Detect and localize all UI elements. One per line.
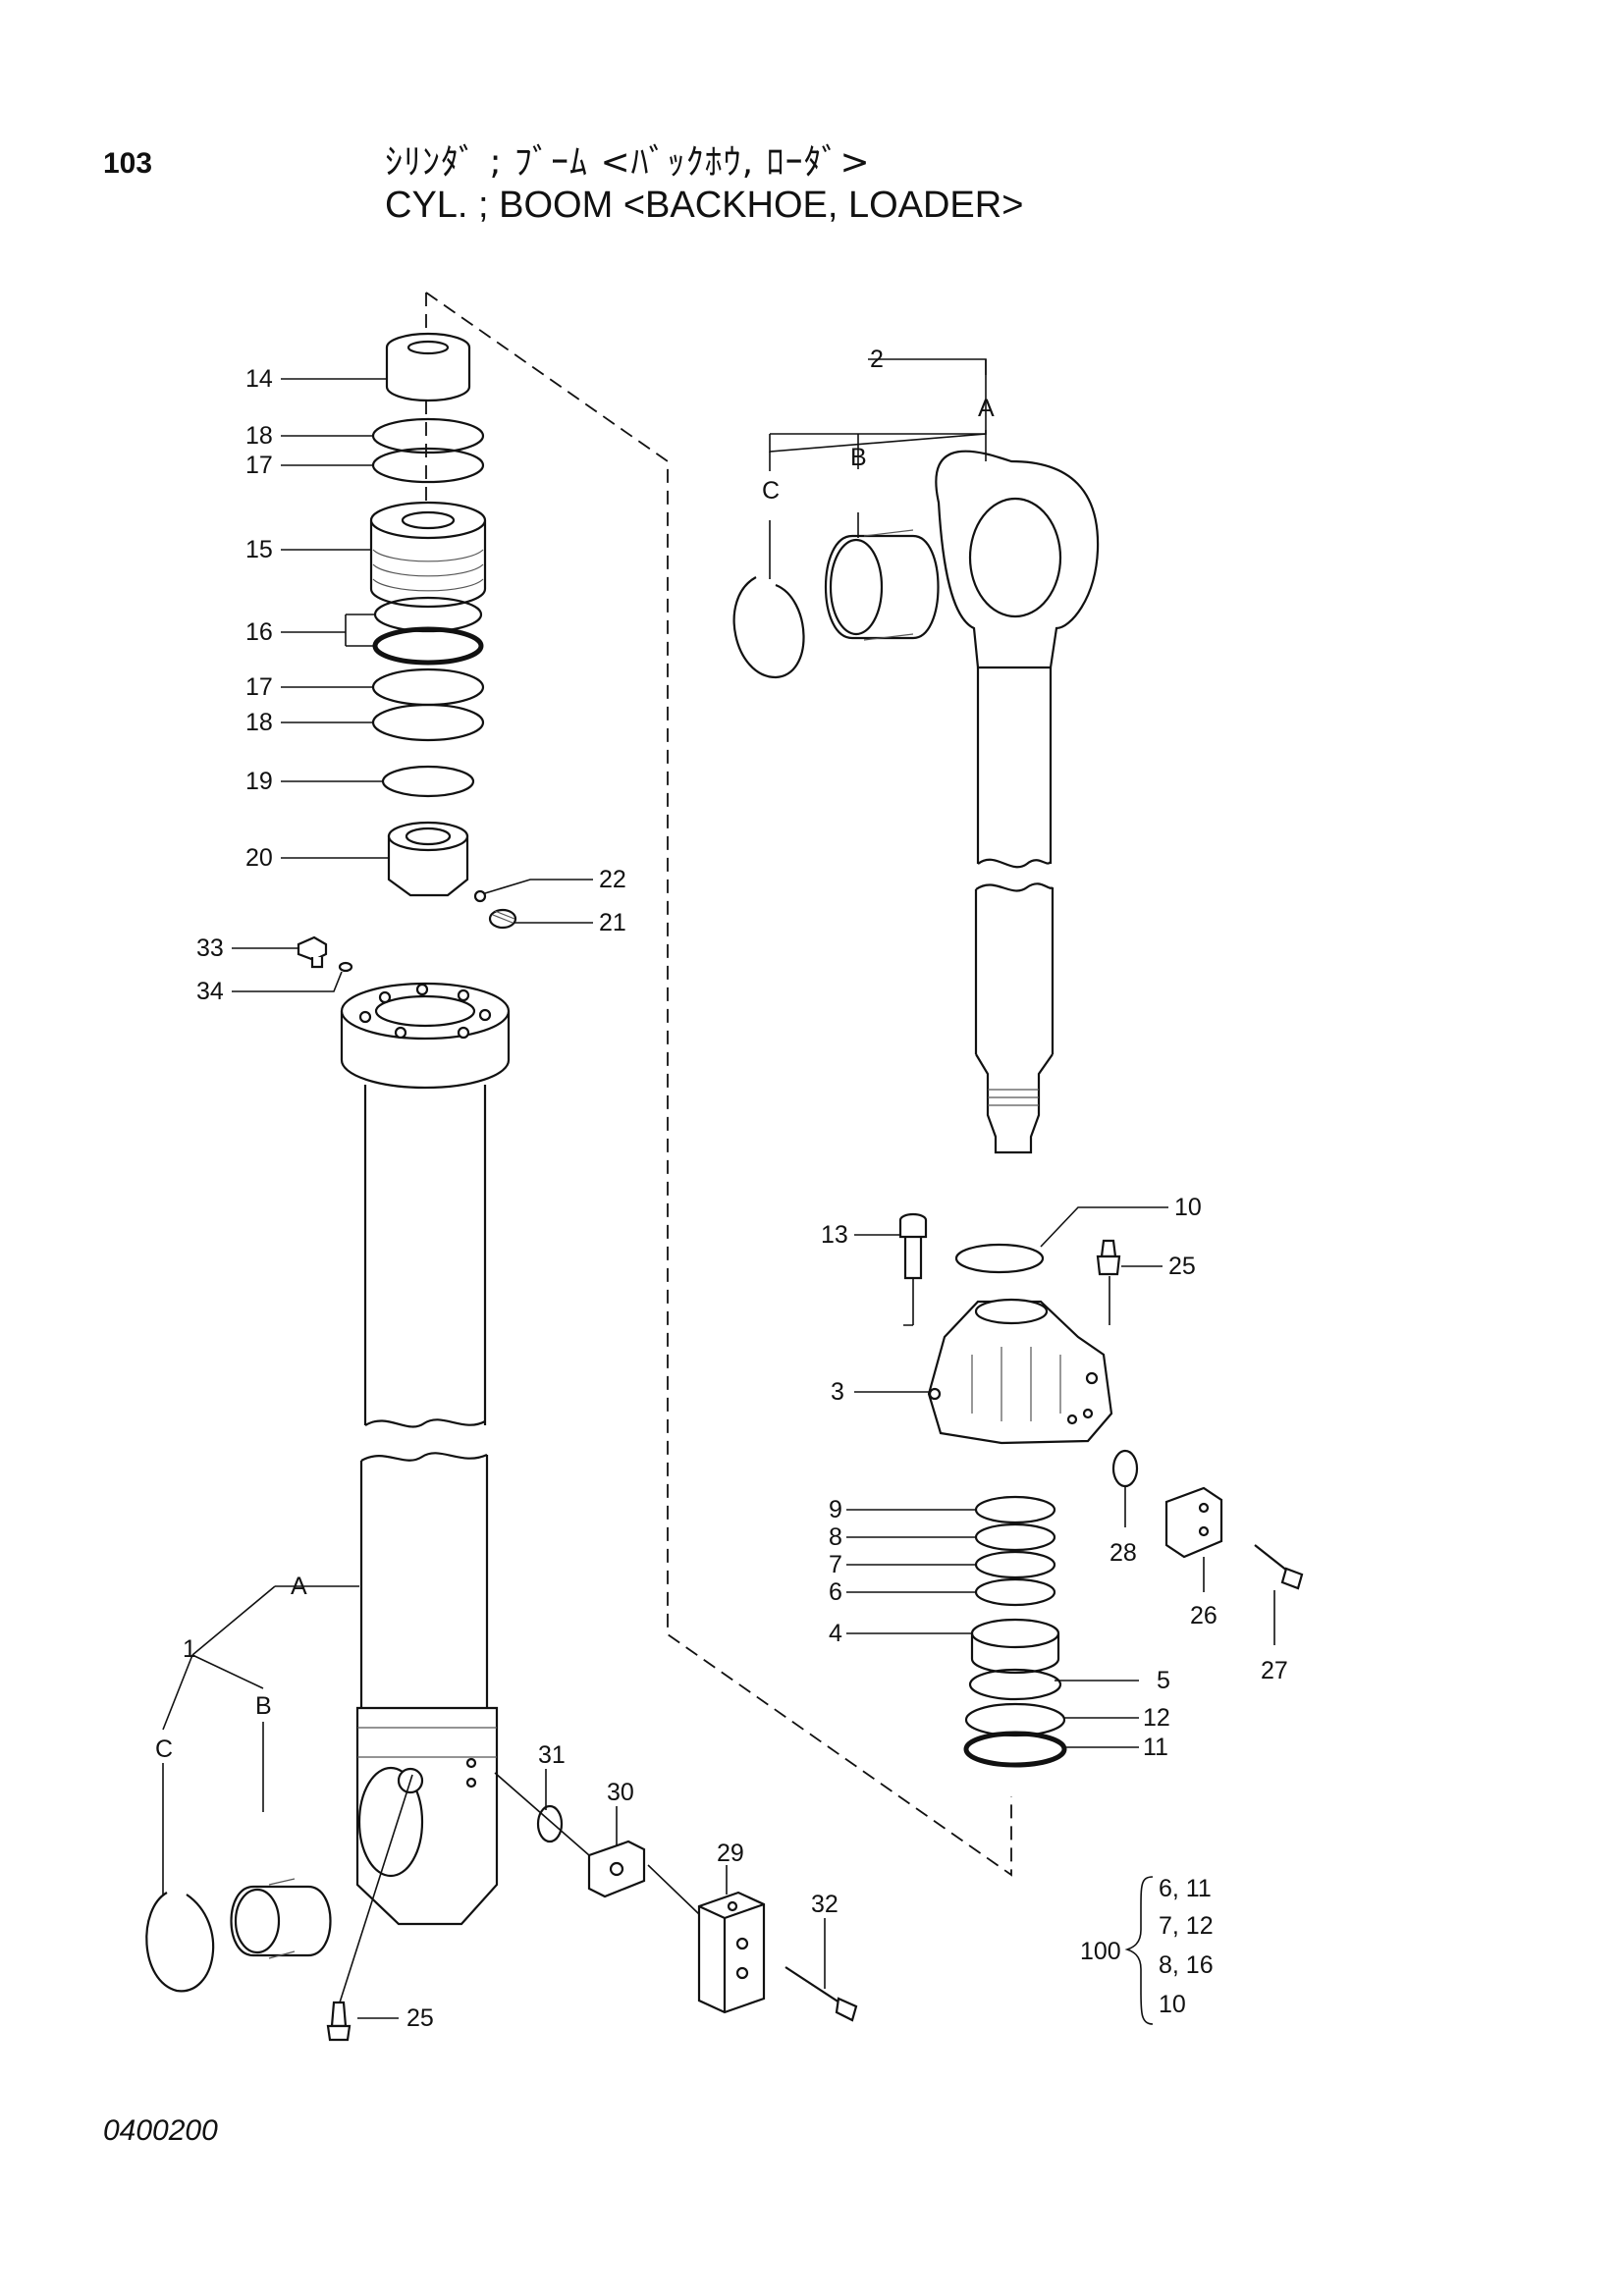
callout-28: 28 bbox=[1109, 1539, 1137, 1567]
callout-17: 17 bbox=[245, 673, 273, 701]
callout-16: 16 bbox=[245, 618, 273, 646]
callout-1-A: A bbox=[291, 1573, 307, 1600]
callout-3: 3 bbox=[831, 1378, 844, 1406]
callout-27: 27 bbox=[1261, 1657, 1288, 1684]
callout-29: 29 bbox=[717, 1840, 744, 1867]
part-2A-piston-rod bbox=[935, 450, 1100, 1154]
part-19-washer bbox=[381, 765, 475, 798]
callout-1-B: B bbox=[255, 1692, 272, 1720]
callout-1: 1 bbox=[183, 1635, 196, 1663]
callout-13: 13 bbox=[821, 1221, 848, 1249]
part-32-bolt bbox=[784, 1966, 858, 2022]
kit-number: 100 bbox=[1080, 1938, 1121, 1965]
part-21-set-screw bbox=[488, 908, 517, 930]
part-7-ring bbox=[974, 1550, 1056, 1579]
part-4-bushing bbox=[970, 1618, 1060, 1675]
kit-item: 8, 16 bbox=[1159, 1951, 1214, 1979]
part-9-ring bbox=[974, 1495, 1056, 1524]
assembly-frame-line bbox=[425, 292, 1012, 1877]
callout-17: 17 bbox=[245, 452, 273, 479]
part-29-valve-block bbox=[697, 1891, 766, 2014]
callout-labels: 14 18 17 15 16 17 18 19 20 22 21 33 34 1… bbox=[155, 346, 1288, 2032]
callout-14: 14 bbox=[245, 365, 273, 393]
page-title-english: CYL. ; BOOM <BACKHOE, LOADER> bbox=[385, 185, 1024, 226]
part-28-o-ring bbox=[1111, 1449, 1139, 1488]
callout-34: 34 bbox=[196, 978, 224, 1005]
part-34-washer bbox=[338, 961, 353, 973]
callout-26: 26 bbox=[1190, 1602, 1217, 1629]
callout-10: 10 bbox=[1174, 1194, 1202, 1221]
kit-100-composition: 100 6, 11 7, 12 8, 16 10 bbox=[1080, 1875, 1214, 2018]
part-18-ring-bottom bbox=[371, 703, 485, 742]
part-33-bolt bbox=[297, 935, 328, 969]
part-11-o-ring bbox=[963, 1731, 1067, 1768]
part-14-bushing bbox=[385, 332, 471, 402]
callout-20: 20 bbox=[245, 844, 273, 872]
part-12-ring bbox=[964, 1702, 1066, 1737]
part-1C-snap-ring bbox=[145, 1892, 215, 1993]
callout-18: 18 bbox=[245, 422, 273, 450]
kit-item: 10 bbox=[1159, 1991, 1186, 2018]
part-13-bolt bbox=[898, 1212, 928, 1280]
part-1B-bushing bbox=[230, 1878, 332, 1959]
callout-2-A: A bbox=[978, 395, 995, 422]
kit-item: 7, 12 bbox=[1159, 1912, 1214, 1940]
part-27-bolt bbox=[1254, 1544, 1304, 1590]
callout-22: 22 bbox=[599, 866, 626, 893]
callout-1-C: C bbox=[155, 1735, 173, 1763]
callout-7: 7 bbox=[829, 1551, 842, 1578]
callout-33: 33 bbox=[196, 934, 224, 962]
callout-15: 15 bbox=[245, 536, 273, 563]
part-5-ring bbox=[968, 1668, 1062, 1701]
part-3-rod-cover bbox=[927, 1298, 1113, 1445]
part-31-o-ring bbox=[536, 1804, 564, 1843]
part-1-cylinder-tube bbox=[340, 982, 511, 1926]
callout-2: 2 bbox=[870, 346, 884, 373]
part-10-ring bbox=[954, 1243, 1045, 1274]
callout-25: 25 bbox=[1168, 1253, 1196, 1280]
leader-lines bbox=[162, 358, 1275, 2025]
part-16-ring-b bbox=[372, 626, 484, 666]
callout-12: 12 bbox=[1143, 1704, 1170, 1732]
part-8-ring bbox=[974, 1522, 1056, 1552]
callout-31: 31 bbox=[538, 1741, 566, 1769]
callout-32: 32 bbox=[811, 1891, 839, 1918]
callout-9: 9 bbox=[829, 1496, 842, 1523]
callout-25: 25 bbox=[406, 2004, 434, 2032]
part-15-piston bbox=[369, 501, 487, 609]
part-25-grease-fitting-upper bbox=[1096, 1239, 1121, 1276]
part-26-flange bbox=[1164, 1486, 1223, 1559]
part-2B-bushing bbox=[824, 529, 940, 641]
callout-30: 30 bbox=[607, 1779, 634, 1806]
kit-item: 6, 11 bbox=[1159, 1875, 1212, 1902]
part-17-ring-bottom bbox=[371, 667, 485, 707]
page-title-japanese: ｼﾘﾝﾀﾞ ; ﾌﾞｰﾑ <ﾊﾞｯｸﾎｳ, ﾛｰﾀﾞ> bbox=[385, 142, 871, 183]
part-20-nut bbox=[387, 821, 469, 897]
drawing-code: 0400200 bbox=[103, 2114, 218, 2147]
part-22-ball bbox=[473, 889, 487, 903]
callout-2-C: C bbox=[762, 477, 780, 505]
callout-6: 6 bbox=[829, 1578, 842, 1606]
page-number: 103 bbox=[103, 147, 153, 180]
callout-21: 21 bbox=[599, 909, 626, 936]
callout-11: 11 bbox=[1143, 1734, 1168, 1761]
callout-8: 8 bbox=[829, 1523, 842, 1551]
part-30-flange bbox=[587, 1840, 646, 1898]
callout-4: 4 bbox=[829, 1620, 842, 1647]
part-2C-snap-ring bbox=[732, 576, 805, 679]
callout-19: 19 bbox=[245, 768, 273, 795]
callout-2-B: B bbox=[850, 444, 867, 471]
part-25-grease-fitting-lower bbox=[326, 2001, 352, 2042]
callout-5: 5 bbox=[1157, 1667, 1170, 1694]
callout-18: 18 bbox=[245, 709, 273, 736]
part-6-ring bbox=[974, 1577, 1056, 1607]
